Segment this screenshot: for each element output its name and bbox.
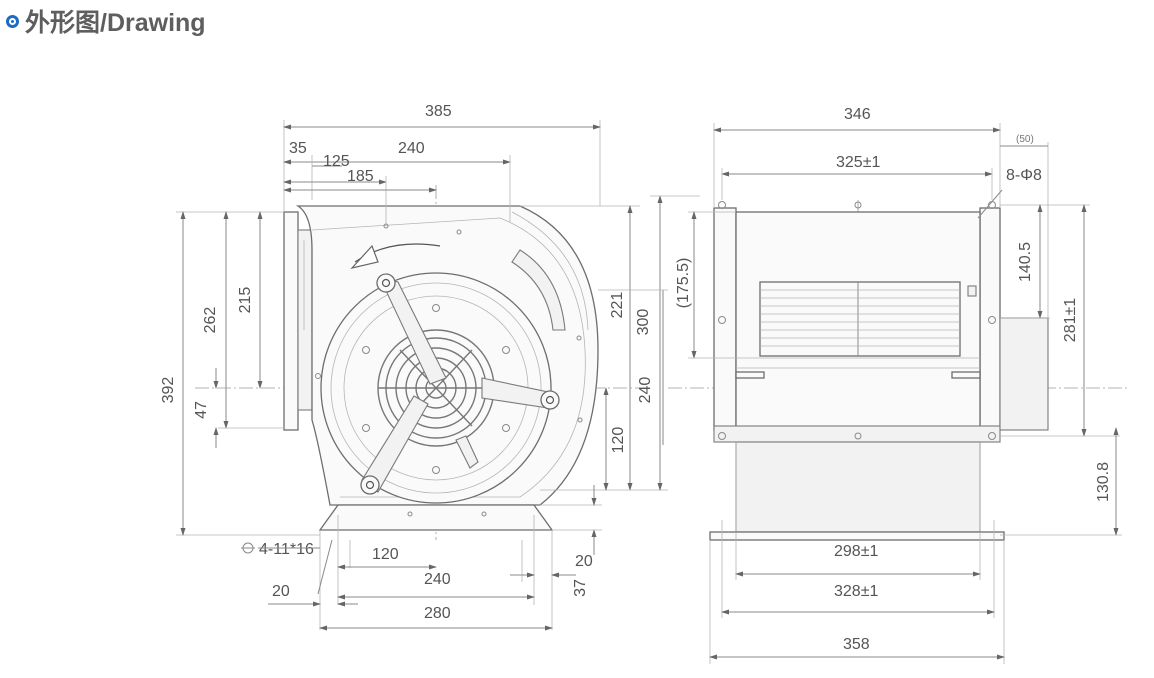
dim-280: 280 xyxy=(424,605,451,622)
dim-262: 262 xyxy=(202,307,219,334)
dim-125: 125 xyxy=(323,153,350,170)
dim-37: 37 xyxy=(572,579,589,597)
dim-346: 346 xyxy=(844,106,871,123)
dim-358: 358 xyxy=(843,636,870,653)
dim-328: 328±1 xyxy=(834,583,878,600)
dim-35: 35 xyxy=(289,140,307,157)
dim-130-8: 130.8 xyxy=(1095,462,1112,502)
dim-120-right: 120 xyxy=(610,427,627,454)
dim-281: 281±1 xyxy=(1062,298,1079,342)
dim-300: 300 xyxy=(635,309,652,336)
dim-140-5: 140.5 xyxy=(1017,242,1034,282)
drawing-header: 外形图/Drawing xyxy=(6,4,206,38)
dim-47: 47 xyxy=(193,401,210,419)
dim-240-right: 240 xyxy=(637,377,654,404)
dim-385: 385 xyxy=(425,103,452,120)
dim-240-top: 240 xyxy=(398,140,425,157)
dim-120-bottom: 120 xyxy=(372,546,399,563)
impeller xyxy=(759,281,961,357)
dim-50: (50) xyxy=(1016,134,1034,145)
dim-holes-front: 4-11*16 xyxy=(259,541,314,558)
bullet-icon xyxy=(6,14,19,28)
dim-holes-side: 8-Φ8 xyxy=(1006,167,1042,184)
dim-185: 185 xyxy=(347,168,374,185)
dim-325: 325±1 xyxy=(836,154,880,171)
dim-392: 392 xyxy=(160,377,177,404)
dim-221: 221 xyxy=(609,292,626,319)
dim-20-right: 20 xyxy=(575,553,593,570)
dim-175-5: (175.5) xyxy=(675,258,692,309)
dim-215: 215 xyxy=(237,287,254,314)
dim-240-bottom: 240 xyxy=(424,571,451,588)
dim-298: 298±1 xyxy=(834,543,878,560)
front-view: 385 240 35 125 185 392 262 215 47 221 30… xyxy=(160,103,700,631)
page-title: 外形图/Drawing xyxy=(25,9,206,37)
dim-20-left: 20 xyxy=(272,583,290,600)
side-view: 346 325±1 (50) 8-Φ8 140.5 281±1 130.8 (1… xyxy=(668,106,1130,664)
